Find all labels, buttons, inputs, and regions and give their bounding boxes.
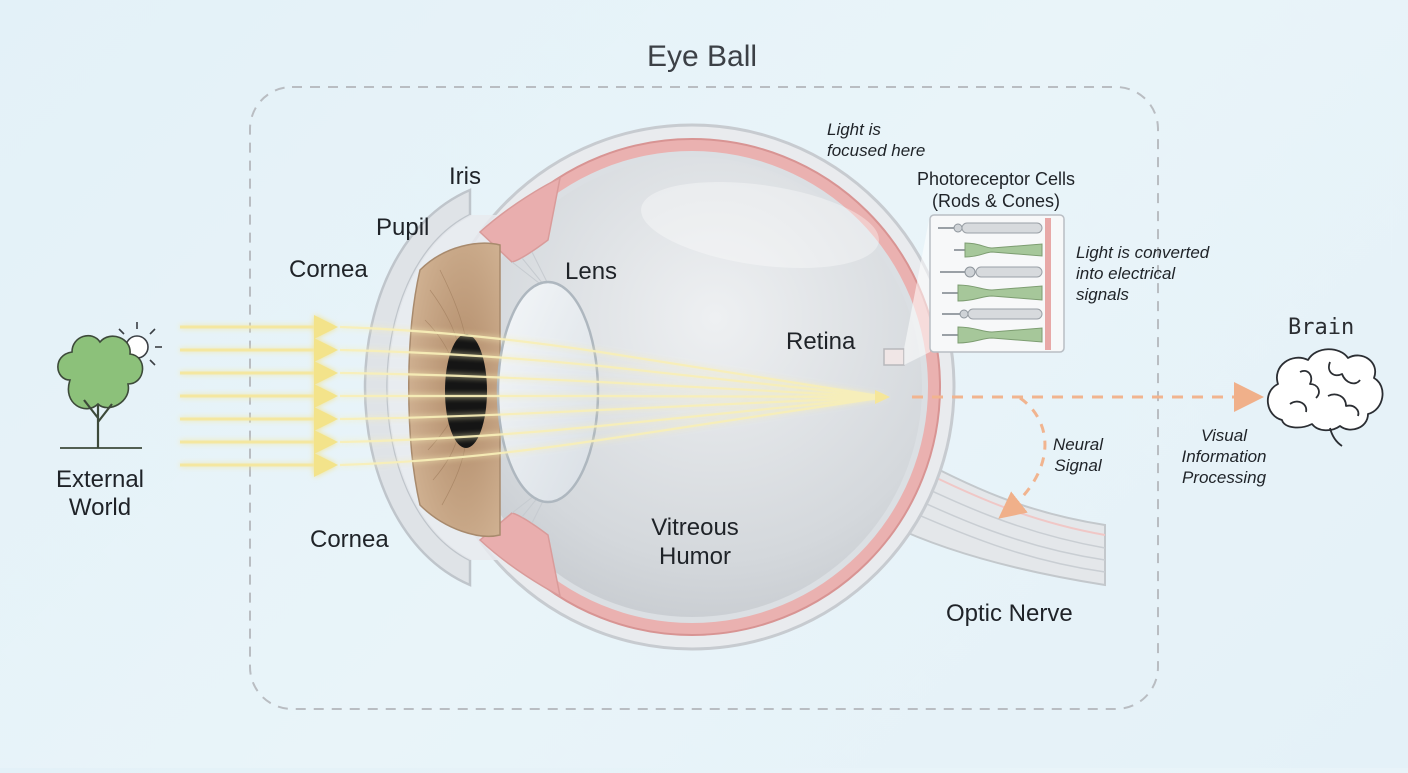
optic-nerve-label: Optic Nerve <box>946 600 1073 627</box>
cornea-top-label: Cornea <box>289 256 368 283</box>
focus-point <box>875 390 890 404</box>
photoreceptor-label: Photoreceptor Cells (Rods & Cones) <box>906 168 1086 212</box>
pupil <box>445 334 487 448</box>
neural-signal-line1: Neural <box>1052 435 1104 454</box>
photoreceptor-line2: (Rods & Cones) <box>931 191 1061 211</box>
incoming-light-rays <box>180 315 338 477</box>
processing-line3: Processing <box>1181 468 1267 487</box>
conversion-line3: signals <box>1076 285 1129 304</box>
neural-signal-label: Neural Signal <box>1040 434 1116 476</box>
lens-label: Lens <box>565 258 618 285</box>
neural-signal-line2: Signal <box>1054 456 1102 475</box>
retina-label: Retina <box>786 328 856 355</box>
cone-cell <box>942 284 1043 302</box>
brain-label: Brain <box>1288 315 1355 340</box>
vitreous-humor-label: Vitreous Humor <box>630 513 760 571</box>
cone-cell <box>954 242 1043 258</box>
photoreceptor-line1: Photoreceptor Cells <box>916 169 1076 189</box>
cone-cell <box>942 326 1043 344</box>
conversion-note: Light is converted into electrical signa… <box>1076 242 1209 305</box>
pupil-label: Pupil <box>376 214 430 241</box>
processing-label: Visual Information Processing <box>1162 425 1286 488</box>
brain-icon <box>1267 348 1384 447</box>
neural-signal-arrow <box>998 396 1047 519</box>
external-world-line2: World <box>68 494 132 521</box>
focus-note: Light is focused here <box>827 119 925 161</box>
focused-light-rays <box>339 325 886 467</box>
vitreous-line1: Vitreous <box>651 514 739 541</box>
conversion-line1: Light is converted <box>1076 243 1210 262</box>
diagram-title: Eye Ball <box>647 40 758 73</box>
zoom-beam <box>904 215 930 365</box>
focus-note-line2: focused here <box>827 141 926 160</box>
external-world-line1: External <box>55 466 145 493</box>
cornea-bottom-label: Cornea <box>310 526 389 553</box>
tree-icon <box>57 334 144 449</box>
rod-cell <box>938 222 1043 234</box>
rod-cell <box>942 308 1043 320</box>
processing-line1: Visual <box>1201 426 1247 445</box>
external-world-label: External World <box>48 466 152 522</box>
conversion-line2: into electrical <box>1076 264 1176 283</box>
focus-note-line1: Light is <box>827 120 881 139</box>
iris-label: Iris <box>449 163 481 190</box>
rod-cell <box>940 266 1043 278</box>
vitreous-line2: Humor <box>658 543 731 570</box>
processing-line2: Information <box>1181 447 1267 466</box>
photoreceptor-inset <box>929 214 1065 353</box>
lens <box>496 280 600 504</box>
retina-zoom-marker <box>883 348 905 366</box>
